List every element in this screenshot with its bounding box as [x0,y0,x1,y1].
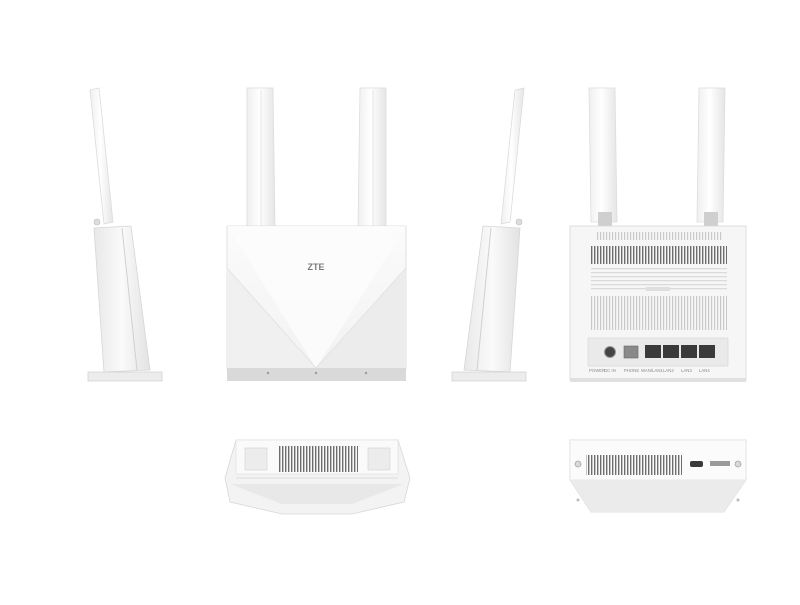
label-wan-lan: WAN/LAN1 [641,368,663,373]
bottom-vent [278,446,358,472]
top-vent [586,455,682,475]
label-power: POWER [589,368,605,373]
side-stand-right [451,371,527,382]
antenna-right-side [500,87,525,225]
antenna-back-right [696,87,726,223]
usb-port [690,461,703,467]
screw-right [734,460,742,468]
label-lan4: LAN4 [699,368,710,373]
brand-logo: ZTE [308,262,325,272]
router-right-side-view [451,87,527,382]
label-dc-in: DC IN [604,368,616,373]
bottom-foot-left [244,447,268,471]
lan-port-3 [681,345,697,358]
side-stand [87,371,163,382]
back-vent-top [596,232,722,240]
antenna-front-right [357,87,387,229]
back-vent-main [591,246,727,264]
router-top-view [569,439,747,513]
router-left-side-view [87,87,163,382]
phone-port [623,345,639,359]
dc-in-port [604,346,616,358]
antenna-left [89,87,114,225]
label-phone: PHONE [624,368,639,373]
side-body-right [463,225,521,373]
port-labels: POWER DC IN PHONE WAN/LAN1 LAN2 LAN3 LAN… [589,368,710,373]
sim-slot [710,461,730,466]
label-lan3: LAN3 [681,368,692,373]
lan-port-1 [645,345,661,358]
lan-port-4 [699,345,715,358]
antenna-back-left [588,87,618,223]
router-bottom-view [224,439,411,515]
bottom-foot-right [367,447,391,471]
side-body [93,225,151,373]
router-front-view [226,87,407,381]
screw-left [574,460,582,468]
front-base-strip [227,368,406,381]
label-lan2: LAN2 [663,368,674,373]
lan-port-2 [663,345,679,358]
router-back-view [569,87,747,382]
